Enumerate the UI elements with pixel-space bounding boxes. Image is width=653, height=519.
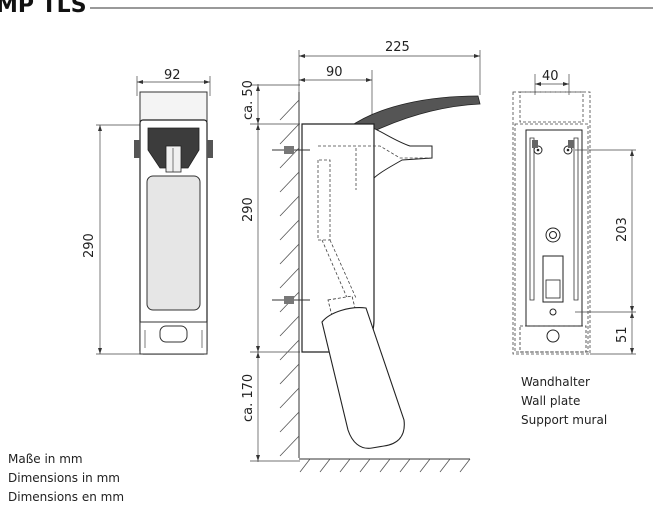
side-bottom-gap-label: ca. 170 xyxy=(241,374,256,422)
plate-caption-en: Wall plate xyxy=(521,394,580,408)
plate-width-label: 40 xyxy=(542,69,559,84)
side-total-depth-label: 225 xyxy=(385,40,410,55)
units-note-de: Maße in mm xyxy=(8,452,83,466)
plate-hole-distance-label: 203 xyxy=(615,217,630,242)
side-top-gap-label: ca. 50 xyxy=(241,80,256,120)
front-height-label: 290 xyxy=(82,233,97,258)
wall-hatching xyxy=(279,99,300,457)
side-wall-depth-label: 90 xyxy=(326,65,343,80)
plate-caption-de: Wandhalter xyxy=(521,375,590,389)
front-width-label: 92 xyxy=(164,68,181,83)
units-note: Maße in mm Dimensions in mm Dimensions e… xyxy=(8,452,124,504)
front-view: 92 290 xyxy=(82,68,213,355)
plate-caption-fr: Support mural xyxy=(521,413,607,427)
units-note-fr: Dimensions en mm xyxy=(8,490,124,504)
product-title: MP TLS xyxy=(0,0,87,18)
wall-plate-view: 40 203 5 xyxy=(512,69,636,427)
plate-bottom-offset-label: 51 xyxy=(615,326,630,343)
side-body-height-label: 290 xyxy=(241,197,256,222)
side-view: 225 90 ca. 50 290 ca. 170 xyxy=(241,40,481,473)
floor-hatching xyxy=(299,458,471,473)
units-note-en: Dimensions in mm xyxy=(8,471,120,485)
